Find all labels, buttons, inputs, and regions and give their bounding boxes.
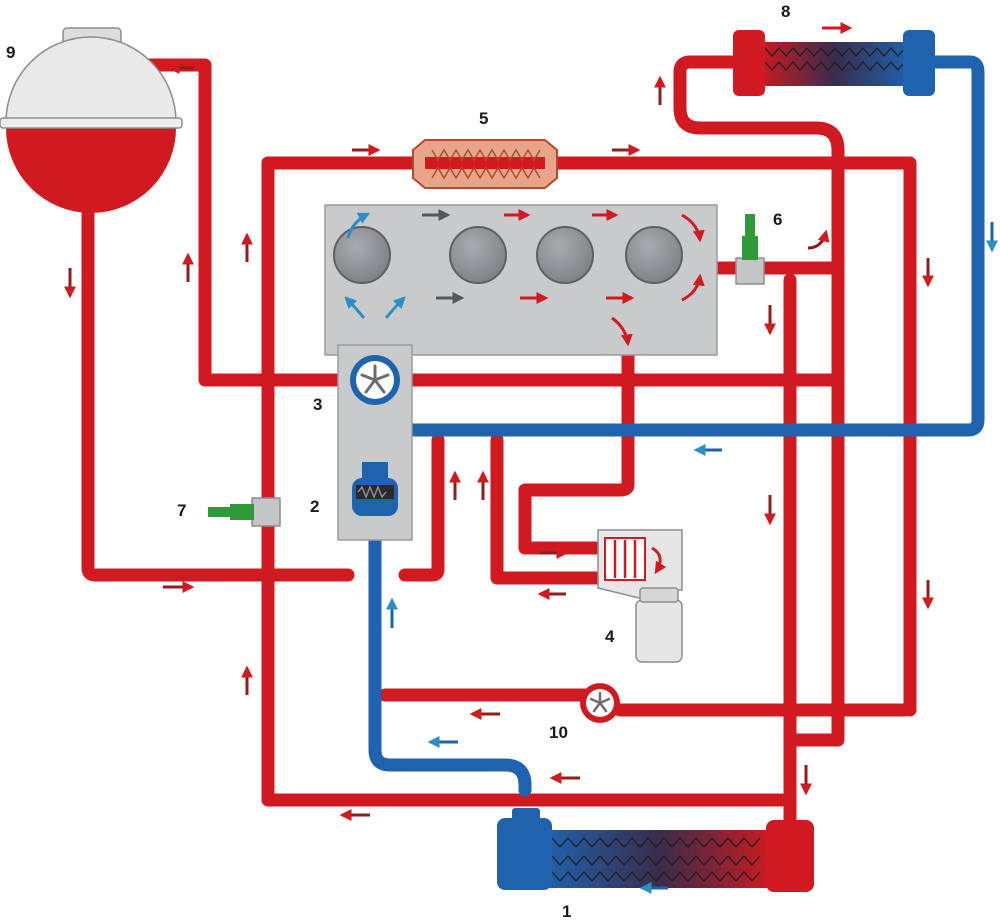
radiator [497, 808, 814, 892]
label-thermostat: 2 [310, 497, 319, 516]
temperature-sensor-inlet [208, 497, 281, 527]
label-temp-sensor-inlet: 7 [177, 501, 186, 520]
pump-impeller-icon [360, 364, 390, 394]
label-heat-exchanger: 4 [605, 627, 615, 646]
flow-arrows-hot [64, 62, 934, 821]
cylinder-2 [449, 226, 507, 284]
label-oil-cooler: 8 [781, 2, 790, 21]
flow-arrows-cold-solid [386, 22, 998, 894]
label-aux-pump: 10 [549, 723, 568, 742]
expansion-tank [0, 27, 183, 213]
cylinder-1 [333, 226, 391, 284]
pump-thermostat-housing [337, 344, 413, 541]
cylinder-3 [536, 226, 594, 284]
label-expansion-tank: 9 [6, 43, 15, 62]
heat-exchanger [597, 529, 683, 663]
label-heater-core: 5 [479, 109, 488, 128]
temperature-sensor-outlet [735, 214, 765, 285]
thermostat [352, 462, 398, 516]
flow-arrows-cold [344, 212, 406, 319]
cylinder-4 [625, 226, 683, 284]
flow-arrows-gray [422, 209, 465, 304]
label-temp-sensor-outlet: 6 [773, 210, 782, 229]
heater-core [412, 139, 558, 189]
label-pump: 3 [313, 395, 322, 414]
engine-block [324, 204, 718, 356]
aux-pump [580, 683, 620, 723]
oil-cooler [733, 30, 935, 96]
label-radiator: 1 [562, 902, 571, 921]
